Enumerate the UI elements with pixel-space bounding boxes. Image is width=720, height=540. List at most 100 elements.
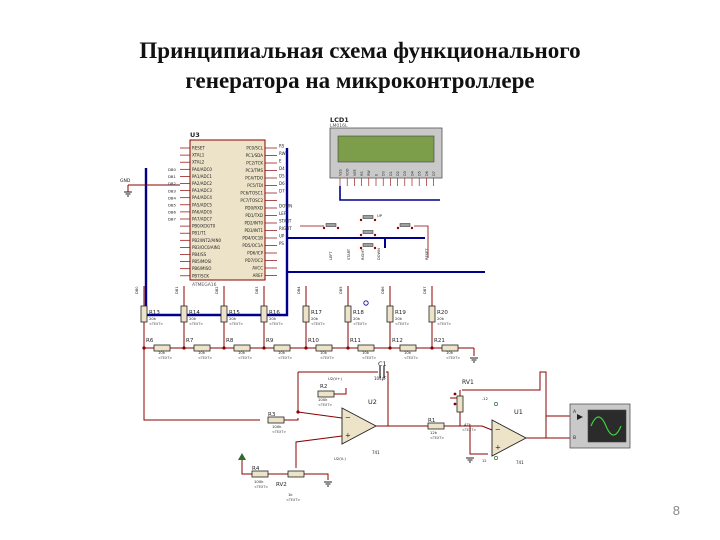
button-contact xyxy=(359,218,363,222)
junction-dot xyxy=(296,410,300,414)
bias-wire xyxy=(241,456,290,475)
bus-net-label: DB6 xyxy=(381,286,385,294)
resistor-value: 20k xyxy=(269,316,277,321)
resistor-r9 xyxy=(273,344,291,352)
mcu-pin-label: PD1/TXD xyxy=(245,213,263,218)
potentiometer-ref: RV1 xyxy=(462,379,474,386)
text-placeholder: <TEXT> xyxy=(320,356,334,360)
mcu-body xyxy=(189,139,266,281)
text-placeholder: <TEXT> xyxy=(437,322,451,326)
net-label: UP xyxy=(279,234,285,239)
mcu-pin-label: PB6/MISO xyxy=(192,266,211,271)
text-placeholder: <TEXT> xyxy=(158,356,172,360)
junction-dot xyxy=(304,346,308,350)
bus-net-label: DB2 xyxy=(215,286,219,294)
opamp-u2 xyxy=(341,407,377,445)
mcu-pin-label: PB0/XCK/T0 xyxy=(192,224,216,229)
bus-net-label: DB7 xyxy=(423,286,427,294)
junction-dot xyxy=(262,346,266,350)
supply-label: U2(V-) xyxy=(334,456,346,461)
resistor-ref: R16 xyxy=(269,310,280,316)
potentiometer-wiper xyxy=(453,392,457,396)
resistor-value: 20k xyxy=(189,316,197,321)
mcu-pin-label: AREF xyxy=(253,273,264,278)
gnd-label: GND xyxy=(120,178,131,184)
resistor-r7 xyxy=(193,344,211,352)
opamp-plus-sign: + xyxy=(345,432,351,440)
mcu-part: ATMEGA16 xyxy=(192,282,217,288)
junction-dot xyxy=(430,346,434,350)
resistor-value: 20k xyxy=(353,316,361,321)
button-label: UP xyxy=(377,213,383,218)
supply-label: 12 xyxy=(482,459,487,463)
resistor-value: 10k xyxy=(198,350,206,355)
cap-value: 104pF xyxy=(374,376,387,381)
resistor-r21 xyxy=(441,344,459,352)
push-button xyxy=(399,223,411,227)
button-contact xyxy=(373,218,377,222)
mcu-bus xyxy=(144,148,289,317)
resistor-value: 12k xyxy=(430,430,438,435)
resistor-ref: R7 xyxy=(186,338,194,344)
button-net-label: START xyxy=(347,248,351,260)
mcu-pin-label: PD5/OC1A xyxy=(242,243,263,248)
mcu-ref: U3 xyxy=(190,131,200,139)
resistor-value: 100k xyxy=(318,397,328,402)
opamp-input xyxy=(284,418,299,421)
button-contact xyxy=(396,226,400,230)
resistor-ref: R19 xyxy=(395,310,406,316)
button-net-label: LEFT xyxy=(329,251,333,260)
page-number: 8 xyxy=(672,503,680,518)
text-placeholder: <TEXT> xyxy=(272,430,286,434)
net-label: D4 xyxy=(279,166,285,171)
lcd-pin-label: D1 xyxy=(389,171,393,176)
push-button xyxy=(325,223,337,227)
resistor-r8 xyxy=(233,344,251,352)
push-button xyxy=(362,215,374,219)
lcd-wire xyxy=(339,186,440,201)
potentiometer-rv1 xyxy=(456,395,464,413)
junction-dot xyxy=(346,346,350,350)
button-contact xyxy=(373,246,377,250)
text-placeholder: <TEXT> xyxy=(395,322,409,326)
supply-label: -12 xyxy=(482,397,488,401)
resistor-r3 xyxy=(267,416,285,424)
opamp-minus-sign: − xyxy=(495,426,501,434)
lcd-pin-label: D3 xyxy=(403,171,407,176)
text-placeholder: <TEXT> xyxy=(229,322,243,326)
bus-net-label: DB3 xyxy=(255,286,259,294)
opamp-ref: U1 xyxy=(514,408,523,416)
mcu-pin-label: XTAL1 xyxy=(192,153,205,158)
resistor-ref: R4 xyxy=(252,466,260,472)
cap-ref: C1 xyxy=(378,360,387,368)
resistor-r10 xyxy=(315,344,333,352)
opamp-ref: U2 xyxy=(368,398,377,406)
resistor-ref: R9 xyxy=(266,338,274,344)
mcu-pin-label: XTAL2 xyxy=(192,160,205,165)
resistor-value: 10k xyxy=(446,350,454,355)
resistor-r15 xyxy=(220,305,228,323)
resistor-ref: R18 xyxy=(353,310,364,316)
resistor-ref: R20 xyxy=(437,310,448,316)
net-label: RS xyxy=(279,144,285,149)
mcu-pin-label: PA2/ADC2 xyxy=(192,181,212,186)
mcu-pin-label: PB2/INT2/AIN0 xyxy=(192,238,221,243)
mcu-pin-label: PA3/ADC3 xyxy=(192,188,212,193)
text-placeholder: <TEXT> xyxy=(189,322,203,326)
net-label: RIGHT xyxy=(279,226,292,231)
resistor-ref: R11 xyxy=(350,338,361,344)
bus-net-label: DB3 xyxy=(168,188,177,193)
resistor-value: 10k xyxy=(362,350,370,355)
circuit-schematic: U3ATMEGA16RESETXTAL1XTAL2PA0/ADC0PA1/ADC… xyxy=(120,116,631,502)
net-label: RW xyxy=(279,151,286,156)
text-placeholder: <TEXT> xyxy=(269,322,283,326)
slide-title-line-1: Принципиальная схема функционального xyxy=(139,38,581,63)
button-net-label: RESET xyxy=(425,248,429,260)
resistor-value: 47k xyxy=(464,422,472,427)
resistor-ref: R14 xyxy=(189,310,200,316)
probe-marker xyxy=(363,300,369,306)
opamp-part: 741 xyxy=(372,450,380,455)
lcd-pin-label: D4 xyxy=(410,171,414,176)
resistor-r16 xyxy=(260,305,268,323)
resistor-r6 xyxy=(153,344,171,352)
